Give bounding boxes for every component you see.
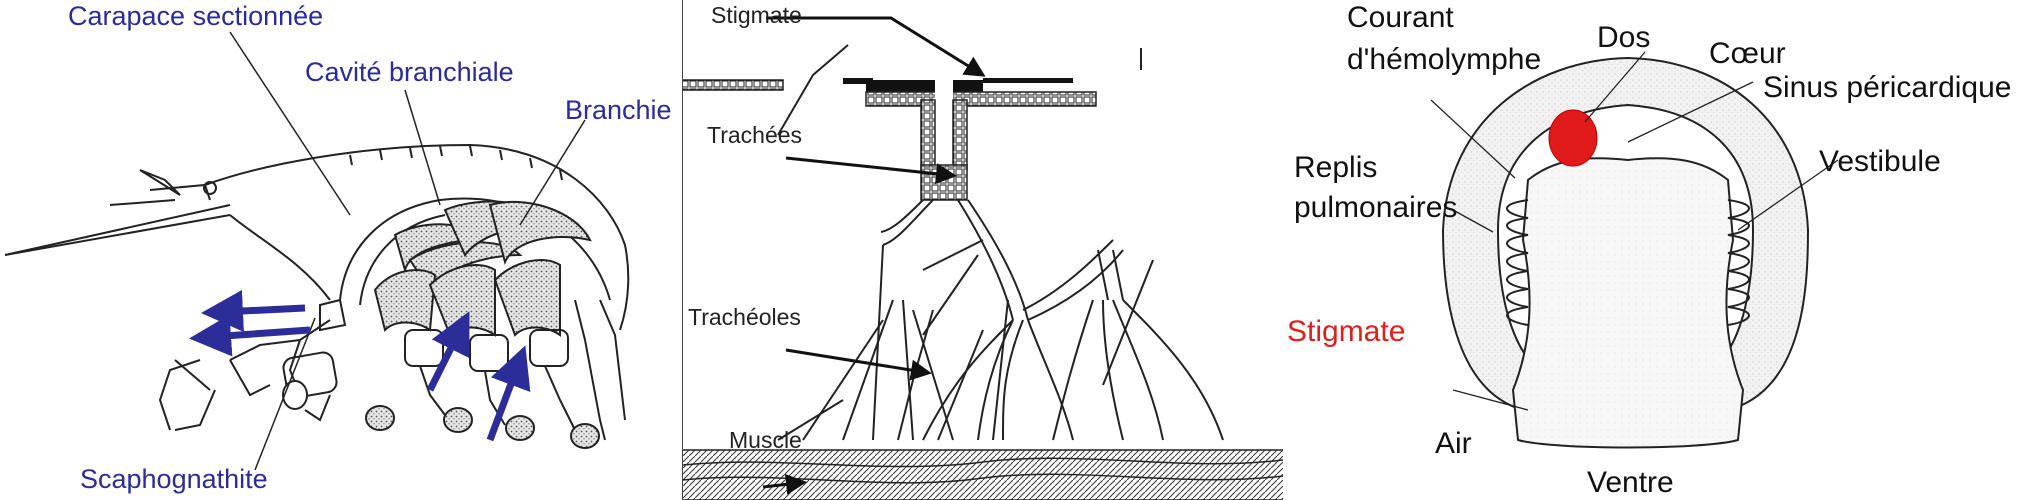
label-courant-line2: d'hémolymphe (1347, 43, 1542, 76)
label-replis-line2: pulmonaires (1294, 191, 1458, 224)
label-ventre: Ventre (1587, 466, 1674, 499)
label-vestibule: Vestibule (1819, 145, 1941, 178)
label-stigmate-poumon: Stigmate (1287, 315, 1406, 348)
label-carapace-sectionnee: Carapace sectionnée (68, 1, 324, 31)
label-cavite-branchiale: Cavité branchiale (305, 57, 514, 87)
crustacean-drawing (4, 31, 630, 471)
crustacean-gill-panel: Carapace sectionnée Cavité branchiale Br… (0, 0, 683, 500)
label-scaphognathite: Scaphognathite (80, 464, 268, 494)
book-lung-panel: Courant d'hémolymphe Dos Cœur Sinus péri… (1283, 0, 2038, 500)
label-air: Air (1435, 427, 1472, 460)
label-trachees: Trachées (707, 122, 803, 148)
label-tracheoles: Trachéoles (688, 304, 801, 330)
label-stigmate-trachee: Stigmate (711, 2, 802, 28)
label-courant-line1: Courant (1347, 1, 1454, 34)
label-replis-line1: Replis (1294, 151, 1378, 184)
label-muscle: Muscle (729, 427, 802, 453)
book-lung-drawing (1430, 51, 1839, 449)
panel-divider (682, 0, 683, 500)
label-dos: Dos (1597, 21, 1651, 54)
tracheal-drawing (683, 16, 1283, 500)
tracheal-system-panel: Stigmate Trachées Trachéoles Muscle (683, 0, 1283, 500)
label-coeur: Cœur (1709, 37, 1786, 70)
label-branchie: Branchie (565, 95, 672, 125)
label-sinus-pericardique: Sinus péricardique (1763, 71, 2012, 104)
